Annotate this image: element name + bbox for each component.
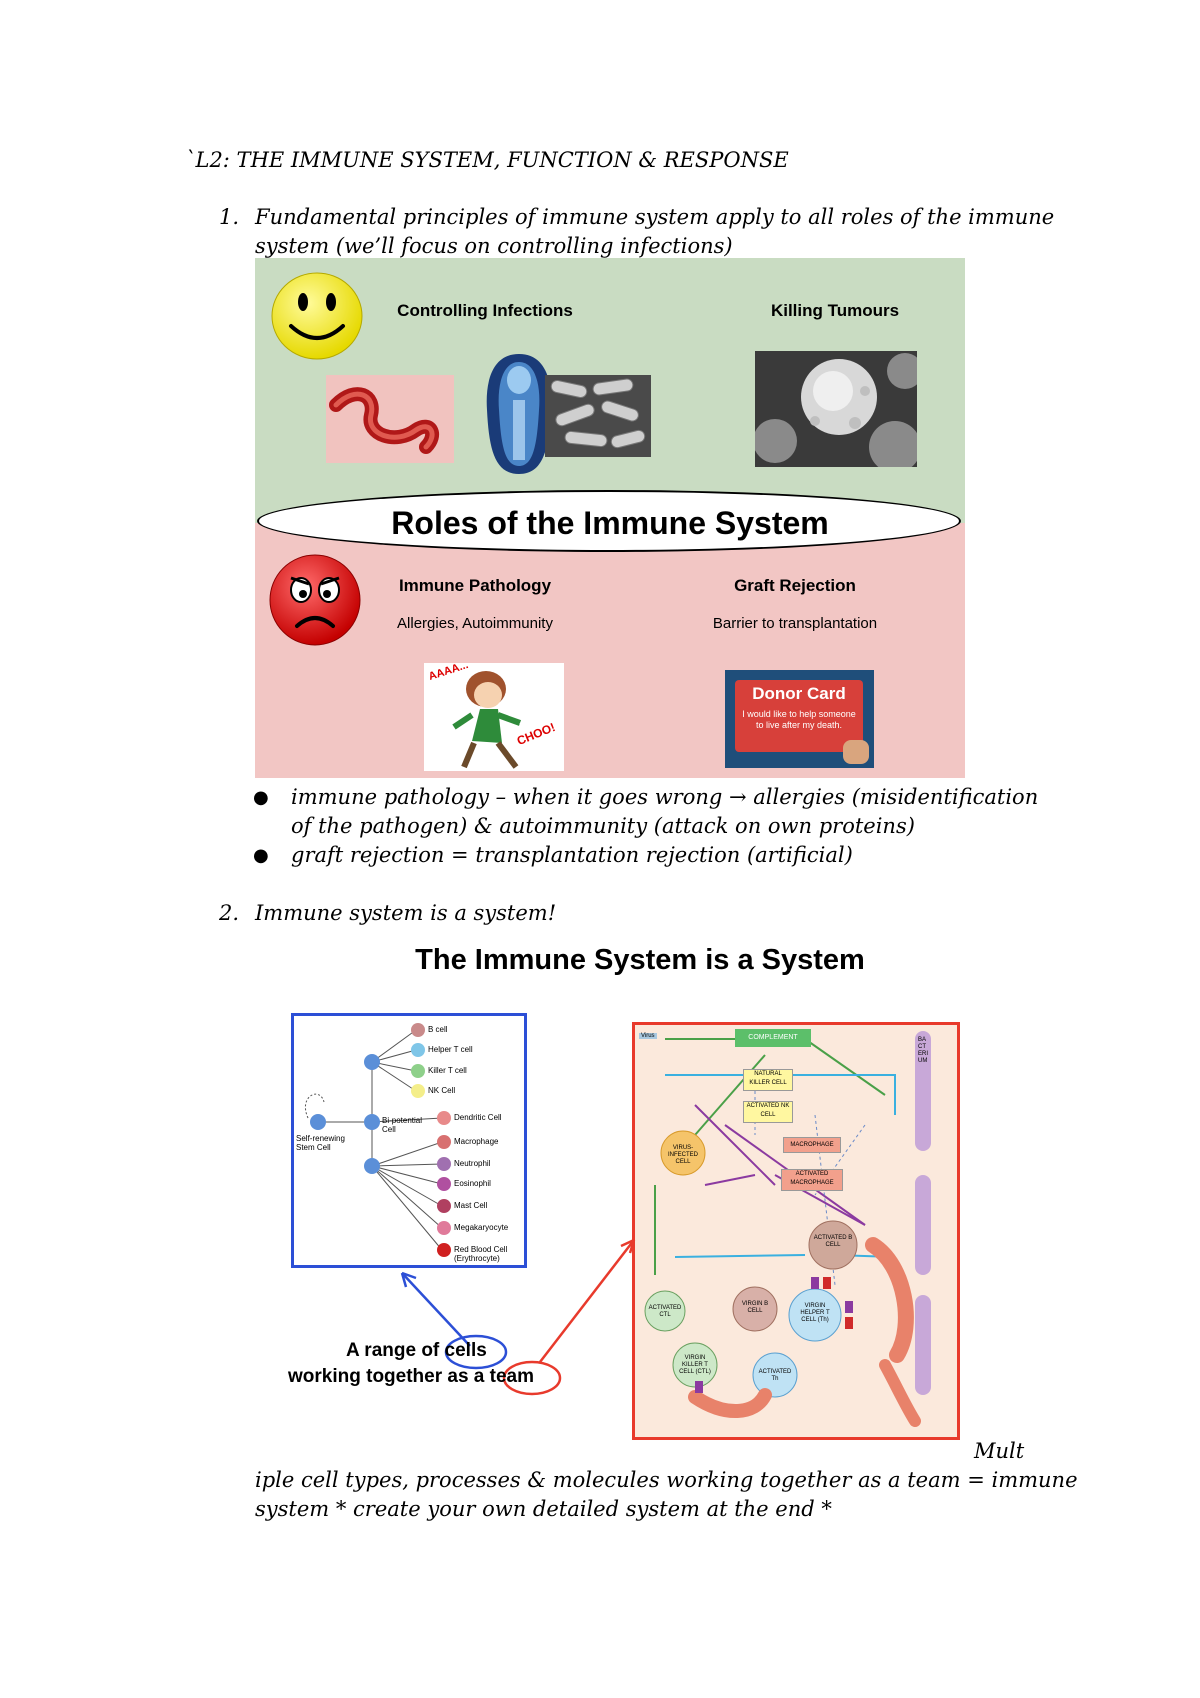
- node-activated-b: ACTIVATED B CELL: [813, 1235, 853, 1248]
- roles-slide: Controlling Infections Killing Tumours: [255, 258, 965, 778]
- node-virgin-helper: VIRGIN HELPER T CELL (Th): [800, 1303, 830, 1323]
- network-arrows: [644, 1031, 931, 1427]
- label-immune-pathology: Immune Pathology: [398, 576, 552, 595]
- bacteria-micrograph-image: [545, 375, 651, 457]
- bullet-dot-1: ●: [253, 787, 269, 808]
- caption-team-word: team: [489, 1366, 535, 1387]
- system-slide-title: The Immune System is a System: [415, 944, 865, 976]
- donor-card-line2: to live after my death.: [755, 720, 843, 730]
- bullet-2-line1: graft rejection = transplantation reject…: [291, 843, 853, 867]
- lineage-label-megakaryocyte: Megakaryocyte: [454, 1223, 509, 1232]
- caption-line1: A range of cells: [346, 1340, 487, 1361]
- closing-line2: system * create your own detailed system…: [255, 1497, 832, 1521]
- node-nk-cell: NATURAL KILLER CELL: [743, 1069, 793, 1091]
- node-virgin-b: VIRGIN B CELL: [741, 1301, 769, 1314]
- bullet-1-line1: immune pathology – when it goes wrong → …: [291, 785, 1039, 809]
- lineage-label-eosinophil: Eosinophil: [454, 1179, 491, 1188]
- list-number-1: 1.: [219, 205, 240, 229]
- item1-line1: Fundamental principles of immune system …: [255, 205, 1055, 229]
- angry-face-icon: [269, 554, 361, 646]
- roles-title-oval: [257, 490, 961, 552]
- closing-line1: iple cell types, processes & molecules w…: [255, 1468, 1078, 1492]
- sneezing-cartoon-image: AAAA... CHOO!: [424, 659, 564, 771]
- tumour-cell-micrograph-image: [755, 351, 917, 467]
- donor-card-title: Donor Card: [752, 684, 846, 703]
- lineage-connectors: [305, 1023, 451, 1257]
- virus-micrograph-image: [326, 375, 454, 463]
- lineage-label-bipotential: Bi-potential Cell: [382, 1116, 423, 1134]
- caption-line2: working together as a team: [288, 1366, 535, 1387]
- label-graft-rejection: Graft Rejection: [734, 576, 856, 595]
- immune-network-diagram: COMPLEMENT NATURAL KILLER CELL ACTIVATED…: [632, 1022, 960, 1440]
- page-heading: `L2: THE IMMUNE SYSTEM, FUNCTION & RESPO…: [185, 148, 789, 172]
- node-virgin-killer: VIRGIN KILLER T CELL (CTL): [679, 1355, 711, 1375]
- lineage-label-neutrophil: Neutrophil: [454, 1159, 491, 1168]
- lineage-label-rbc: Red Blood Cell (Erythrocyte): [454, 1245, 508, 1263]
- item1-line2: system (we’ll focus on controlling infec…: [255, 234, 733, 258]
- node-activated-nk: ACTIVATED NK CELL: [743, 1101, 793, 1123]
- thumb-shape: [843, 740, 869, 764]
- caption-cells-word: cells: [444, 1340, 487, 1361]
- label-killing-tumours: Killing Tumours: [770, 301, 900, 320]
- node-macrophage: MACROPHAGE: [783, 1137, 841, 1153]
- closing-tail: Mult: [974, 1439, 1025, 1463]
- donor-card-face: Donor Card I would like to help someone …: [735, 680, 863, 752]
- node-complement: COMPLEMENT: [735, 1029, 811, 1047]
- item2-text: Immune system is a system!: [255, 901, 557, 925]
- lineage-label-macrophage: Macrophage: [454, 1137, 499, 1146]
- lineage-label-killer-t: Killer T cell: [428, 1066, 467, 1075]
- lineage-label-stem-cell: Self-renewing Stem Cell: [296, 1134, 345, 1152]
- lineage-label-helper-t: Helper T cell: [428, 1045, 473, 1054]
- lineage-label-mast: Mast Cell: [454, 1201, 488, 1210]
- lineage-label-dendritic: Dendritic Cell: [454, 1113, 502, 1122]
- donor-card-image: Donor Card I would like to help someone …: [725, 670, 874, 768]
- node-activated-macrophage: ACTIVATED MACROPHAGE: [781, 1169, 843, 1191]
- node-activated-th: ACTIVATED Th: [758, 1369, 792, 1382]
- node-bacterium: BACTERIUM: [918, 1037, 929, 1064]
- node-virus: Virus: [639, 1033, 657, 1039]
- list-number-2: 2.: [219, 901, 240, 925]
- donor-card-line1: I would like to help someone: [742, 709, 856, 719]
- label-immune-pathology-sub: Allergies, Autoimmunity: [397, 615, 553, 632]
- node-virus-infected: VIRUS-INFECTED CELL: [668, 1145, 698, 1165]
- bullet-1-line2: of the pathogen) & autoimmunity (attack …: [291, 814, 915, 838]
- cell-lineage-diagram: B cell Helper T cell Killer T cell NK Ce…: [291, 1013, 527, 1268]
- lineage-label-nk: NK Cell: [428, 1086, 456, 1095]
- label-graft-rejection-sub: Barrier to transplantation: [712, 615, 878, 632]
- node-activated-ctl: ACTIVATED CTL: [648, 1305, 682, 1318]
- lineage-label-b-cell: B cell: [428, 1025, 448, 1034]
- roles-slide-title: Roles of the Immune System: [391, 505, 829, 541]
- smiley-face-icon: [271, 272, 363, 360]
- bullet-dot-2: ●: [253, 845, 269, 866]
- label-controlling-infections: Controlling Infections: [397, 301, 573, 320]
